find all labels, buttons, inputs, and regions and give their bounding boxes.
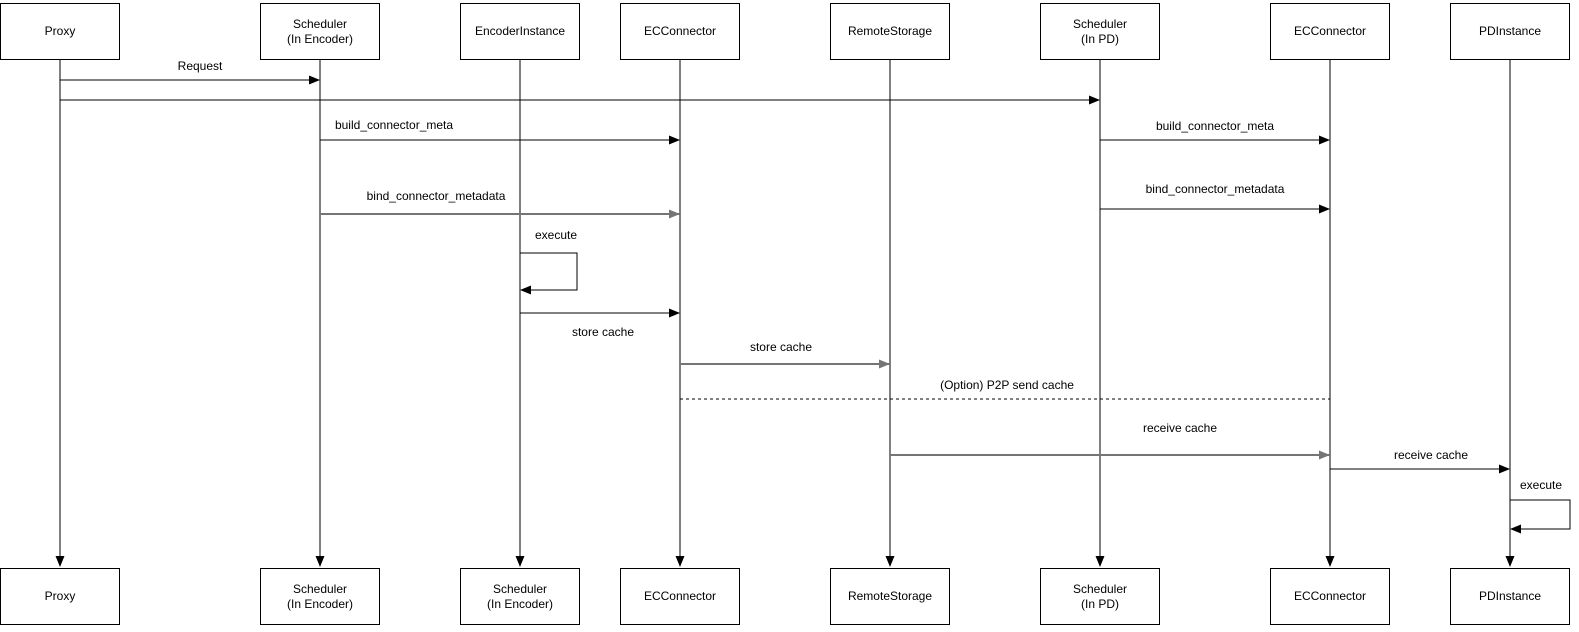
message-label-p2p-send-cache: (Option) P2P send cache xyxy=(939,378,1075,392)
actor-label-line: Scheduler xyxy=(1072,581,1128,596)
actor-label-line: Proxy xyxy=(44,589,76,603)
actor-label-line: Scheduler xyxy=(1072,16,1128,31)
actor-label-line: RemoteStorage xyxy=(847,24,933,38)
actor-box-top-pd-instance: PDInstance xyxy=(1450,3,1570,60)
self-loop-arrowhead-pd-execute xyxy=(1510,524,1521,534)
message-arrowhead-request xyxy=(309,75,320,85)
self-loop-encoder-execute xyxy=(520,252,578,291)
actor-box-bottom-scheduler-pd: Scheduler(In PD) xyxy=(1040,568,1160,625)
message-label-request: Request xyxy=(176,59,224,73)
actor-box-bottom-scheduler-encoder: Scheduler(In Encoder) xyxy=(260,568,380,625)
lifeline-end-arrow-scheduler-pd xyxy=(1095,556,1105,567)
actor-label-line: (In Encoder) xyxy=(286,31,354,46)
actor-label-line: RemoteStorage xyxy=(847,589,933,603)
actor-label-line: (In PD) xyxy=(1080,31,1119,46)
message-label-encoder-store-cache: store cache xyxy=(570,325,636,339)
actor-label-line: ECConnector xyxy=(1293,589,1367,603)
message-label-bind-connector-metadata-pd: bind_connector_metadata xyxy=(1144,182,1286,196)
actor-box-bottom-encoder-instance: Scheduler(In Encoder) xyxy=(460,568,580,625)
message-label-bind-connector-metadata-encoder: bind_connector_metadata xyxy=(365,189,507,203)
actor-box-top-ec-connector-2: ECConnector xyxy=(1270,3,1390,60)
lifeline-end-arrow-remote-storage xyxy=(885,556,895,567)
message-label-store-cache-remote: store cache xyxy=(748,340,814,354)
actor-box-bottom-remote-storage: RemoteStorage xyxy=(830,568,950,625)
actor-label-line: Scheduler xyxy=(292,581,348,596)
lifeline-end-arrow-encoder-instance xyxy=(515,556,525,567)
actor-box-top-remote-storage: RemoteStorage xyxy=(830,3,950,60)
actor-label-line: Scheduler xyxy=(492,581,548,596)
message-arrowhead-build-connector-meta-pd xyxy=(1319,135,1330,145)
self-loop-arrowhead-encoder-execute xyxy=(520,285,531,295)
actor-label-line: EncoderInstance xyxy=(474,24,566,38)
message-arrowhead-build-connector-meta-encoder xyxy=(669,135,680,145)
message-label-build-connector-meta-pd: build_connector_meta xyxy=(1154,119,1276,133)
actor-label-line: Proxy xyxy=(44,24,76,38)
actor-box-top-encoder-instance: EncoderInstance xyxy=(460,3,580,60)
message-label-receive-cache-pd: receive cache xyxy=(1392,448,1470,462)
message-arrowhead-receive-cache-remote xyxy=(1319,450,1330,460)
lifeline-end-arrow-ec-connector-1 xyxy=(675,556,685,567)
actor-box-bottom-pd-instance: PDInstance xyxy=(1450,568,1570,625)
lifeline-end-arrow-pd-instance xyxy=(1505,556,1515,567)
actor-label-line: (In Encoder) xyxy=(486,596,554,611)
actor-box-top-scheduler-encoder: Scheduler(In Encoder) xyxy=(260,3,380,60)
actor-box-top-ec-connector-1: ECConnector xyxy=(620,3,740,60)
message-arrowhead-store-cache-remote xyxy=(879,359,890,369)
message-arrowhead-encoder-store-cache xyxy=(669,308,680,318)
message-arrowhead-forward-request xyxy=(1089,95,1100,105)
actor-box-top-scheduler-pd: Scheduler(In PD) xyxy=(1040,3,1160,60)
self-loop-label-pd-execute: execute xyxy=(1518,478,1564,492)
message-label-receive-cache-remote: receive cache xyxy=(1141,421,1219,435)
lifeline-end-arrow-proxy xyxy=(55,556,65,567)
actor-label-line: ECConnector xyxy=(643,589,717,603)
message-label-build-connector-meta-encoder: build_connector_meta xyxy=(333,118,455,132)
message-arrowhead-receive-cache-pd xyxy=(1499,464,1510,474)
message-arrowhead-bind-connector-metadata-encoder xyxy=(669,209,680,219)
actor-label-line: (In PD) xyxy=(1080,596,1119,611)
lifeline-end-arrow-scheduler-encoder xyxy=(315,556,325,567)
actor-label-line: ECConnector xyxy=(643,24,717,38)
actor-box-bottom-ec-connector-1: ECConnector xyxy=(620,568,740,625)
actor-label-line: Scheduler xyxy=(292,16,348,31)
self-loop-label-encoder-execute: execute xyxy=(533,228,579,242)
self-loop-pd-execute xyxy=(1510,499,1571,530)
actor-box-bottom-proxy: Proxy xyxy=(0,568,120,625)
actor-label-line: ECConnector xyxy=(1293,24,1367,38)
actor-label-line: PDInstance xyxy=(1478,24,1542,38)
actor-box-bottom-ec-connector-2: ECConnector xyxy=(1270,568,1390,625)
lifeline-end-arrow-ec-connector-2 xyxy=(1325,556,1335,567)
message-arrowhead-bind-connector-metadata-pd xyxy=(1319,204,1330,214)
actor-box-top-proxy: Proxy xyxy=(0,3,120,60)
actor-label-line: PDInstance xyxy=(1478,589,1542,603)
actor-label-line: (In Encoder) xyxy=(286,596,354,611)
